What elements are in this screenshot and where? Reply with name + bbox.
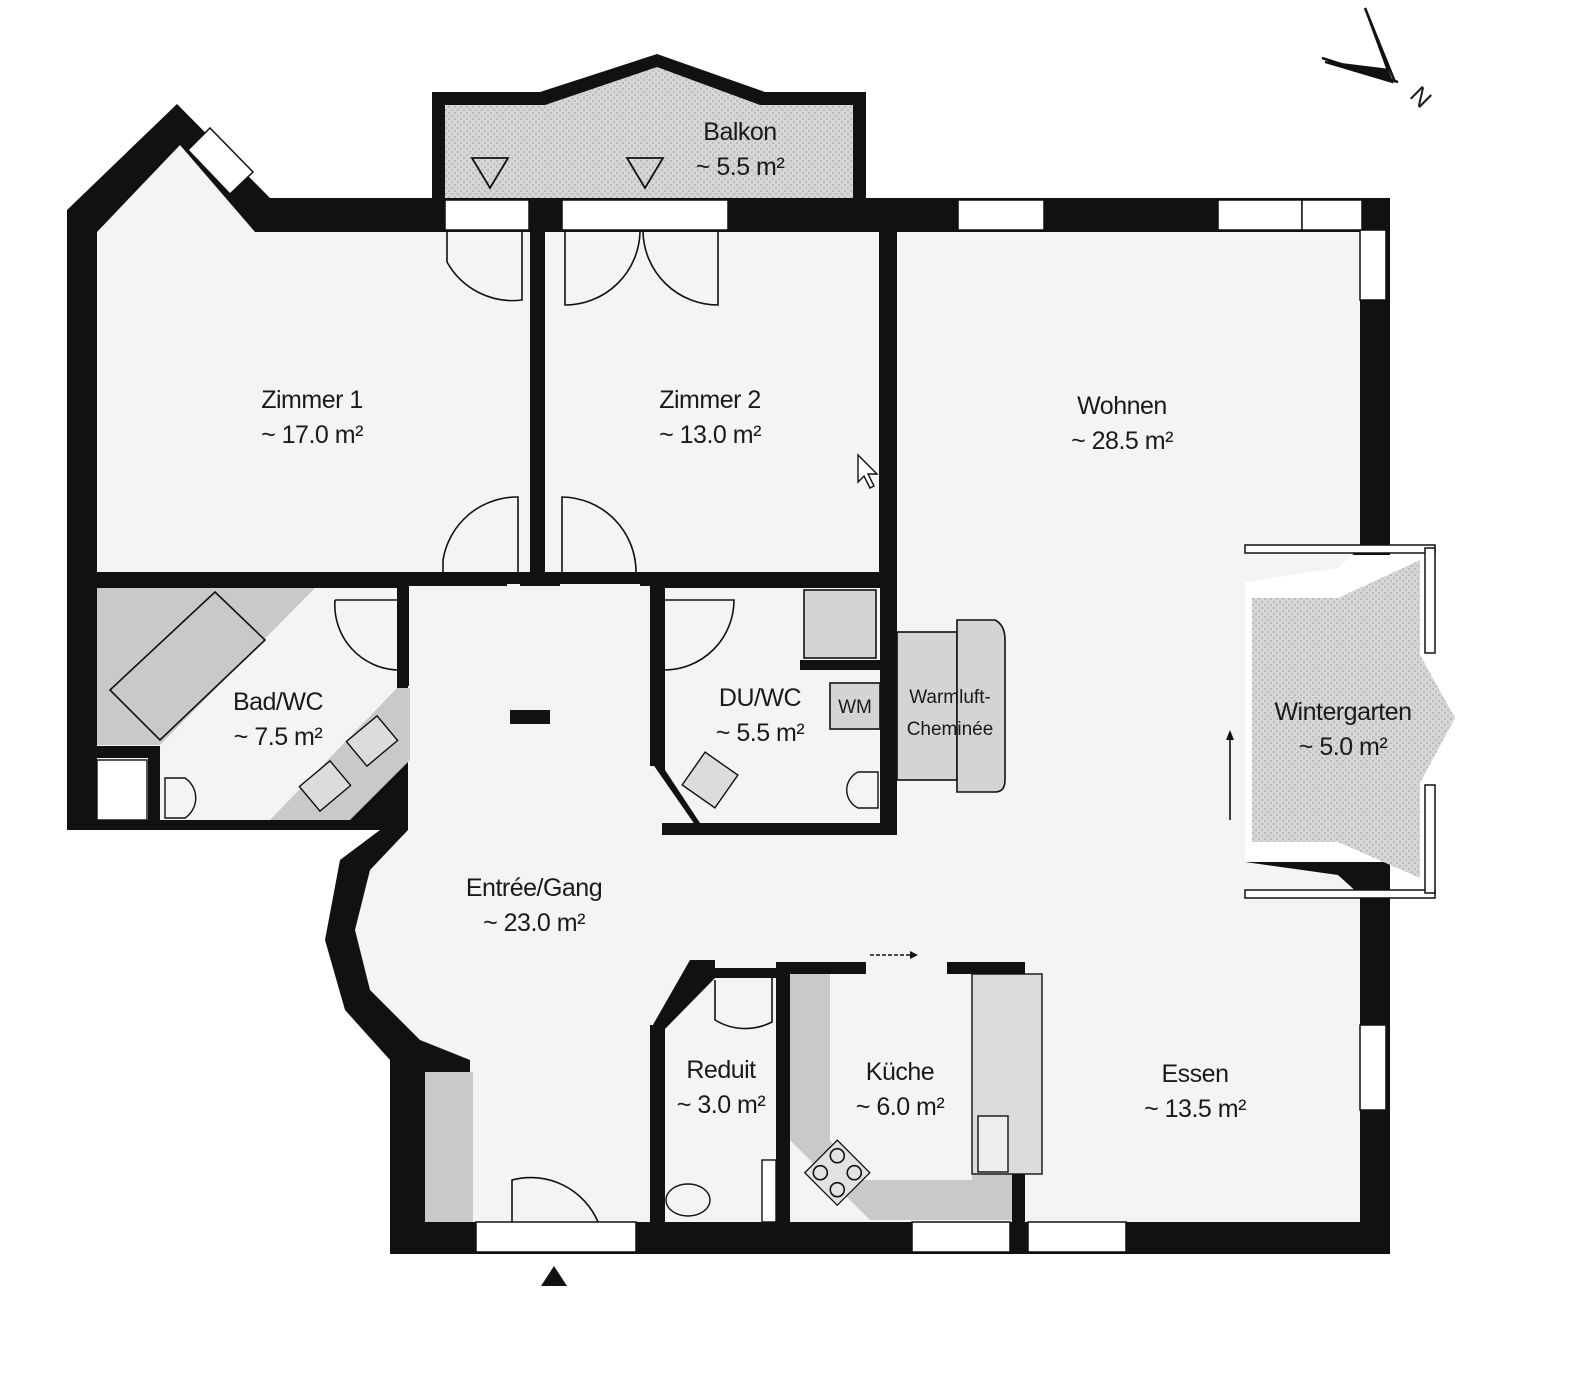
wardrobe-icon xyxy=(425,1072,473,1222)
kitchen-sink-icon xyxy=(977,1115,1009,1173)
compass-north-arrow-icon: N xyxy=(1321,7,1436,113)
room-area-du-wc: ~ 5.5 m² xyxy=(716,719,805,747)
room-name-zimmer-1: Zimmer 1 xyxy=(261,386,363,414)
room-name-essen: Essen xyxy=(1162,1060,1229,1088)
fixtures xyxy=(96,588,1234,1223)
mouse-cursor-icon xyxy=(857,453,879,489)
interior-walls xyxy=(67,215,1025,1225)
room-name-kueche: Küche xyxy=(866,1058,934,1086)
fireplace-label-line2: Cheminée xyxy=(907,719,994,740)
room-area-entree-gang: ~ 23.0 m² xyxy=(483,909,585,937)
fireplace-label-line1: Warmluft- xyxy=(909,687,991,708)
room-area-kueche: ~ 6.0 m² xyxy=(856,1093,945,1121)
room-area-balkon: ~ 5.5 m² xyxy=(696,153,785,181)
toilet-icon xyxy=(164,777,197,819)
room-area-wohnen: ~ 28.5 m² xyxy=(1071,427,1173,455)
bathtub-icon xyxy=(108,590,267,742)
washing-machine-icon xyxy=(829,682,881,730)
room-area-essen: ~ 13.5 m² xyxy=(1144,1095,1246,1123)
washer-label: WM xyxy=(838,697,872,718)
entrance-marker-icon xyxy=(541,1266,567,1286)
sink-icon xyxy=(298,759,352,813)
room-labels: Balkon ~ 5.5 m² Zimmer 1 ~ 17.0 m² Zimme… xyxy=(233,118,1412,1123)
balcony-door-marker-left xyxy=(470,157,510,190)
door-swings xyxy=(334,231,773,1223)
balcony-door-marker-right xyxy=(625,157,665,190)
room-name-zimmer-2: Zimmer 2 xyxy=(659,386,761,414)
room-area-zimmer-2: ~ 13.0 m² xyxy=(659,421,761,449)
windows xyxy=(186,126,1436,1253)
room-name-bad-wc: Bad/WC xyxy=(233,688,324,716)
room-name-du-wc: DU/WC xyxy=(719,684,802,712)
room-name-wohnen: Wohnen xyxy=(1077,392,1167,420)
room-area-wintergarten: ~ 5.0 m² xyxy=(1299,733,1388,761)
shower-icon xyxy=(803,589,877,659)
balcony-area xyxy=(432,54,866,200)
fireplace-icon xyxy=(896,631,958,781)
room-area-reduit: ~ 3.0 m² xyxy=(677,1091,766,1119)
room-area-zimmer-1: ~ 17.0 m² xyxy=(261,421,363,449)
water-heater-icon xyxy=(665,1183,711,1217)
room-name-entree-gang: Entrée/Gang xyxy=(466,874,602,902)
room-name-reduit: Reduit xyxy=(686,1056,756,1084)
room-area-bad-wc: ~ 7.5 m² xyxy=(234,723,323,751)
sink-icon-2 xyxy=(345,714,399,768)
room-name-balkon: Balkon xyxy=(703,118,776,146)
room-name-wintergarten: Wintergarten xyxy=(1274,698,1411,726)
compass-label: N xyxy=(1404,81,1436,113)
stove-icon xyxy=(803,1139,871,1207)
